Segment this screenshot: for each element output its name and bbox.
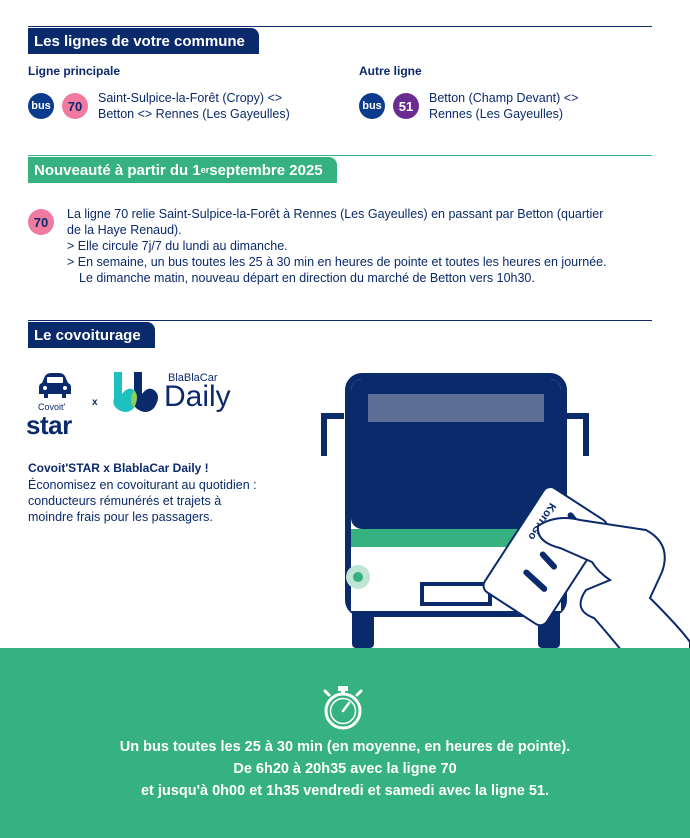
- route-line-1: Saint-Sulpice-la-Forêt (Cropy) <>: [98, 91, 283, 105]
- logo-separator: x: [92, 397, 98, 408]
- news-line: La ligne 70 relie Saint-Sulpice-la-Forêt…: [67, 207, 604, 221]
- logo-blablacar-text: BlaBlaCar: [168, 372, 218, 384]
- other-line-heading: Autre ligne: [359, 64, 422, 78]
- title-sup: er: [200, 165, 210, 175]
- promo-line: moindre frais pour les passagers.: [28, 510, 213, 524]
- destination-panel: [368, 394, 544, 422]
- line-number-badge: 51: [393, 93, 419, 119]
- car-icon: [39, 373, 71, 398]
- news-body: La ligne 70 relie Saint-Sulpice-la-Forêt…: [67, 206, 657, 286]
- bus-badge: bus: [28, 93, 54, 119]
- news-line: Le dimanche matin, nouveau départ en dir…: [79, 271, 535, 285]
- divider: [28, 320, 652, 321]
- section-title: Les lignes de votre commune: [28, 28, 259, 54]
- bus-illustration: KorriGo: [321, 373, 690, 666]
- section-header-carpool: Le covoiturage: [28, 322, 155, 348]
- mirror-right: [566, 413, 589, 456]
- bus-stripe: [351, 529, 561, 547]
- logo-covoit-text: Covoit': [38, 402, 66, 412]
- news-line: de la Haye Renaud).: [67, 223, 182, 237]
- footer-text: Un bus toutes les 25 à 30 min (en moyenn…: [0, 736, 690, 802]
- promo-body: Économisez en covoiturant au quotidien :…: [28, 477, 298, 525]
- news-line: > En semaine, un bus toutes les 25 à 30 …: [67, 255, 607, 269]
- promo-line: Économisez en covoiturant au quotidien :: [28, 478, 257, 492]
- footer-line: De 6h20 à 20h35 avec la ligne 70: [233, 761, 457, 777]
- section-title: Le covoiturage: [28, 322, 155, 348]
- other-line: bus 51 Betton (Champ Devant) <> Rennes (…: [359, 90, 578, 122]
- divider: [28, 155, 652, 156]
- footer-line: et jusqu'à 0h00 et 1h35 vendredi et same…: [140, 783, 550, 799]
- footer-banner: Un bus toutes les 25 à 30 min (en moyenn…: [0, 648, 690, 838]
- logo-star-text: star: [26, 410, 72, 440]
- bus-badge: bus: [359, 93, 385, 119]
- footer-line: Un bus toutes les 25 à 30 min (en moyenn…: [119, 739, 571, 755]
- covoit-star-logo: Covoit' star: [24, 372, 88, 440]
- line-route: Saint-Sulpice-la-Forêt (Cropy) <> Betton…: [98, 90, 290, 122]
- promo-line: conducteurs rémunérés et trajets à: [28, 494, 222, 508]
- line-number-badge: 70: [28, 209, 54, 235]
- title-text: septembre 2025: [209, 161, 323, 179]
- stopwatch-icon: [323, 686, 363, 730]
- logo-daily-text: Daily: [164, 380, 231, 413]
- news-line: > Elle circule 7j/7 du lundi au dimanche…: [67, 239, 288, 253]
- route-line-1: Betton (Champ Devant) <>: [429, 91, 579, 105]
- main-line: bus 70 Saint-Sulpice-la-Forêt (Cropy) <>…: [28, 90, 290, 122]
- main-line-heading: Ligne principale: [28, 64, 121, 78]
- mirror-left: [321, 413, 344, 456]
- route-line-2: Betton <> Rennes (Les Gayeulles): [98, 107, 290, 121]
- route-line-2: Rennes (Les Gayeulles): [429, 107, 564, 121]
- blablacar-daily-logo: BlaBlaCar Daily: [112, 370, 231, 419]
- hand-illustration: [536, 517, 690, 666]
- line-number-badge: 70: [62, 93, 88, 119]
- line-route: Betton (Champ Devant) <> Rennes (Les Gay…: [429, 90, 578, 122]
- section-header-lines: Les lignes de votre commune: [28, 28, 259, 54]
- promo-title: Covoit'STAR x BlablaCar Daily !: [28, 461, 209, 475]
- blablacar-icon: [113, 372, 158, 412]
- title-text: Nouveauté à partir du 1: [34, 161, 201, 179]
- divider: [28, 26, 652, 27]
